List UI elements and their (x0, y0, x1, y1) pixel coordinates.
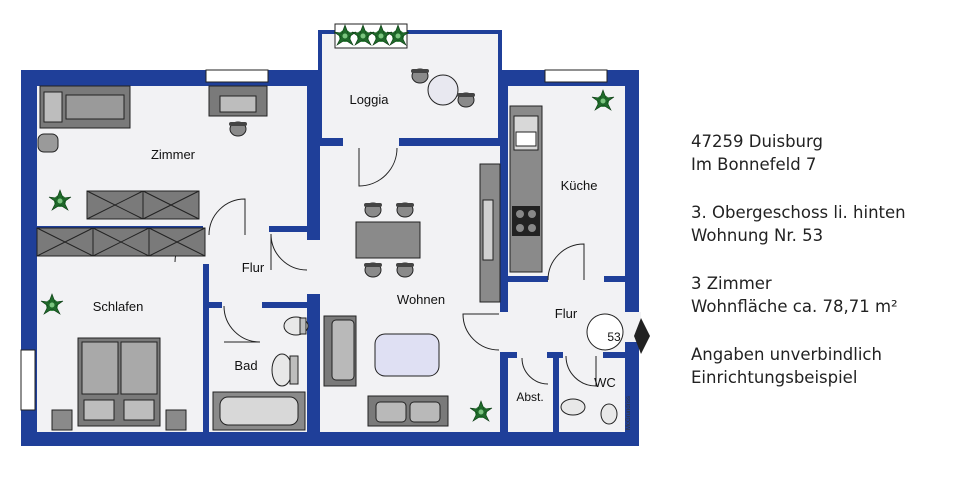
postal-city: 47259 Duisburg (691, 132, 823, 151)
room-label-flur-left: Flur (242, 260, 265, 275)
room-label-kueche: Küche (561, 178, 598, 193)
apartment-number: Wohnung Nr. 53 (691, 226, 824, 245)
room-label-wc: WC (594, 375, 616, 390)
credit-label: McGrundriss (626, 396, 632, 430)
size-block: 3 Zimmer Wohnfläche ca. 78,71 m² (691, 272, 956, 318)
room-label-schlafen: Schlafen (93, 299, 144, 314)
info-panel: 47259 Duisburg Im Bonnefeld 7 3. Oberges… (691, 130, 956, 414)
bad-furniture (212, 316, 309, 431)
unit-block: 3. Obergeschoss li. hinten Wohnung Nr. 5… (691, 201, 956, 247)
loggia-furniture (333, 24, 476, 108)
kueche-furniture (509, 89, 615, 273)
notes-block: Angaben unverbindlich Einrichtungsbeispi… (691, 343, 956, 389)
entrance-number: 53 (607, 330, 621, 344)
wohnen-furniture (323, 163, 501, 427)
address-block: 47259 Duisburg Im Bonnefeld 7 (691, 130, 956, 176)
room-label-loggia: Loggia (349, 92, 389, 107)
floor-location: 3. Obergeschoss li. hinten (691, 203, 906, 222)
room-count: 3 Zimmer (691, 274, 772, 293)
zimmer-furniture (37, 85, 268, 220)
room-label-flur-right: Flur (555, 306, 578, 321)
living-area: Wohnfläche ca. 78,71 m² (691, 297, 898, 316)
room-label-zimmer: Zimmer (151, 147, 196, 162)
floor-plan: Zimmer Loggia Küche Flur Wohnen Schlafen… (20, 23, 650, 446)
windows (20, 23, 608, 411)
wc-furniture (560, 398, 618, 425)
furnishing-note: Einrichtungsbeispiel (691, 368, 858, 387)
room-label-bad: Bad (234, 358, 257, 373)
schlafen-furniture (36, 227, 206, 431)
disclaimer: Angaben unverbindlich (691, 345, 882, 364)
entrance-marker (586, 313, 650, 354)
street: Im Bonnefeld 7 (691, 155, 817, 174)
room-label-wohnen: Wohnen (397, 292, 445, 307)
room-label-abst: Abst. (516, 390, 543, 404)
